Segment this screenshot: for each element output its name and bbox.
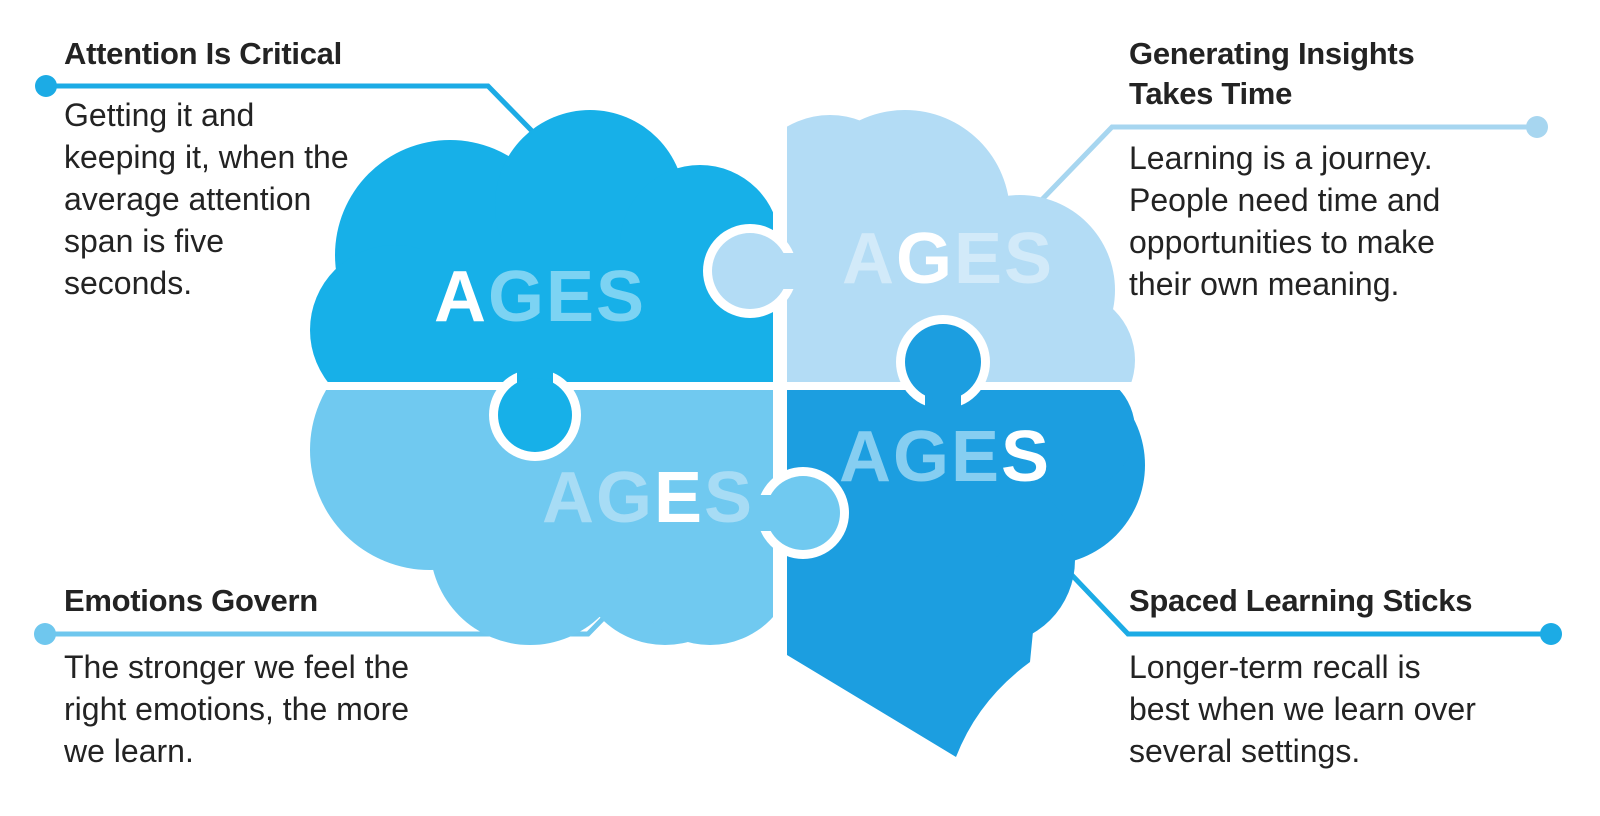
piece-spacing [787, 390, 1145, 757]
connector-generation [1028, 116, 1548, 214]
knob-generation [703, 224, 802, 318]
ages-label-attention: AGES [434, 257, 646, 337]
emotion-body: The stronger we feel the right emotions,… [64, 649, 410, 769]
generation-body: Learning is a journey. People need time … [1129, 140, 1441, 302]
attention-body: Getting it and keeping it, when the aver… [64, 97, 349, 301]
attention-heading: Attention Is Critical [64, 36, 342, 71]
knob-attention [489, 350, 581, 461]
piece-attention [310, 110, 773, 382]
connector-spacing-dot [1540, 623, 1562, 645]
connector-attention-dot [35, 75, 57, 97]
brain-stem-tail [787, 540, 1040, 757]
ages-label-emotion: AGES [542, 458, 754, 538]
spacing-body: Longer-term recall is best when we learn… [1129, 649, 1476, 769]
connector-spacing-line [1046, 548, 1551, 637]
connector-emotion-dot [34, 623, 56, 645]
ages-label-spacing: AGES [839, 417, 1051, 497]
generation-heading: Generating Insights Takes Time [1129, 36, 1415, 111]
connector-spacing [1046, 548, 1562, 645]
knob-emotion [748, 467, 849, 559]
knob-spacing [896, 315, 990, 426]
emotion-heading: Emotions Govern [64, 583, 318, 618]
ages-label-generation: AGES [842, 219, 1054, 299]
connector-generation-line [1028, 124, 1537, 214]
connector-generation-dot [1526, 116, 1548, 138]
spacing-heading: Spaced Learning Sticks [1129, 583, 1473, 618]
piece-emotion [310, 390, 773, 645]
